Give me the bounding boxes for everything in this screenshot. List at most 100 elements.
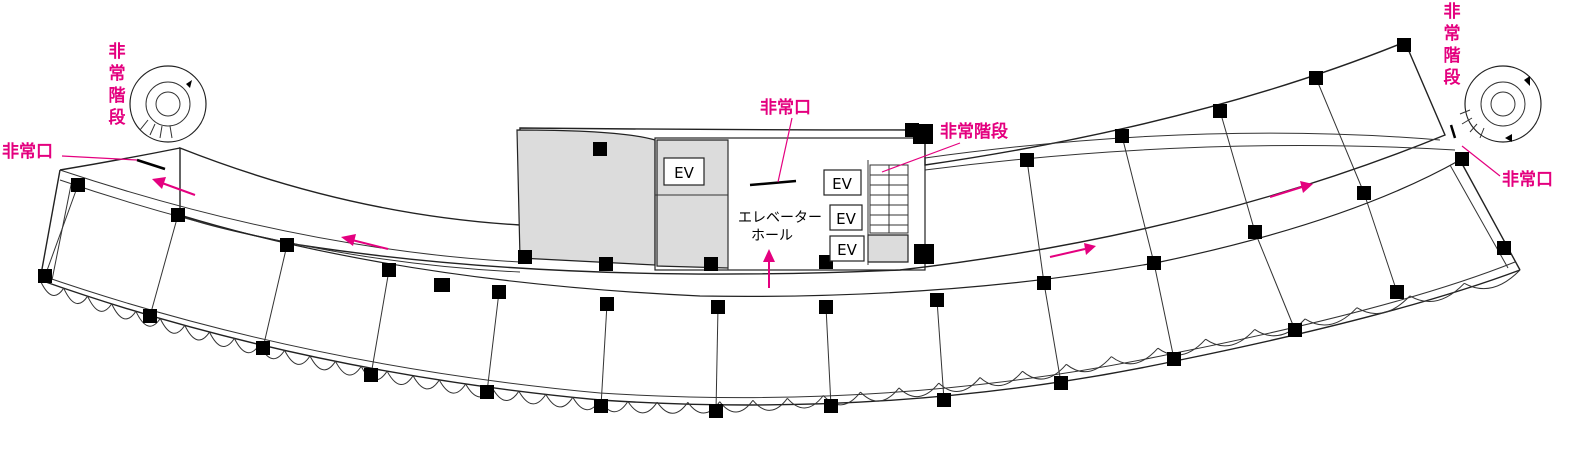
window-bay-8 (209, 331, 235, 347)
corridor-line-left (59, 169, 521, 263)
arrow-north-center (763, 249, 775, 288)
window-bay-13 (335, 361, 362, 376)
emergency-exit-bar-left (136, 158, 166, 171)
partition-14 (1121, 135, 1155, 264)
window-bay-34 (979, 370, 1023, 386)
corridor-south-line (179, 159, 1461, 297)
partition-4 (486, 291, 500, 393)
column-36 (1115, 129, 1129, 143)
stairs-left-char-4: 段 (109, 107, 126, 128)
ev-label-4: EV (837, 241, 857, 259)
window-bay-35 (1022, 363, 1067, 380)
partition-13 (1026, 159, 1045, 284)
window-bay-9 (233, 338, 260, 354)
column-28 (1455, 152, 1469, 166)
column-3 (38, 269, 52, 283)
column-1 (71, 178, 85, 192)
window-bay-38 (1157, 338, 1206, 356)
arrow-west-2 (341, 234, 389, 250)
column-5 (256, 341, 270, 355)
window-bay-3 (87, 295, 113, 312)
emergency-exit-bar-center (749, 179, 797, 187)
column-2 (171, 208, 185, 222)
window-bay-19 (491, 387, 520, 401)
window-bay-30 (822, 391, 861, 406)
column-12 (1054, 376, 1068, 390)
corridor-line-right-2 (924, 132, 1441, 159)
column-6 (364, 368, 378, 382)
window-bay-5 (135, 311, 161, 327)
partition-17 (44, 184, 79, 277)
column-31 (599, 257, 613, 271)
label-emergency-stairs-left: 非 常 階 段 (109, 41, 126, 128)
window-bay-2 (63, 287, 89, 305)
ev-box-2: EV (823, 169, 862, 196)
partition-2 (262, 244, 288, 349)
window-bays (39, 269, 1521, 414)
partition-7 (825, 306, 832, 407)
corridor-line-left-2 (59, 179, 521, 273)
stairs-right-char-1: 非 (1444, 1, 1461, 22)
partition-8 (936, 299, 945, 401)
window-bay-25 (656, 401, 689, 414)
ev-box-4: EV (829, 235, 865, 262)
window-bay-28 (752, 398, 788, 411)
window-bay-31 (860, 387, 900, 402)
ev-label-2: EV (832, 175, 852, 193)
column-14 (1288, 323, 1302, 337)
partition-12 (1363, 192, 1398, 293)
west-wall (39, 169, 61, 281)
partition-15 (1219, 110, 1256, 233)
column-30 (518, 250, 532, 264)
core-wall (654, 137, 926, 271)
column-large-1 (914, 244, 934, 264)
column-37 (1213, 104, 1227, 118)
column-35 (1020, 153, 1034, 167)
column-9 (709, 404, 723, 418)
corridor-line-right (924, 145, 1456, 171)
column-large-2 (913, 124, 933, 144)
window-bay-39 (1205, 329, 1256, 347)
leader-exit-center (777, 117, 793, 183)
stairs-left-char-3: 階 (109, 86, 126, 106)
elevator-hall-label-line2: ホール (751, 228, 793, 244)
column-25 (1147, 256, 1161, 270)
ev-label-1: EV (674, 164, 694, 182)
partition-6 (715, 306, 719, 412)
window-bay-4 (111, 303, 137, 320)
column-16 (1497, 241, 1511, 255)
arrow-west-1 (152, 177, 196, 196)
window-bay-15 (386, 370, 414, 385)
column-11 (937, 393, 951, 407)
column-22 (819, 300, 833, 314)
arrow-east-2 (1269, 181, 1313, 198)
window-bay-6 (159, 318, 186, 334)
window-bay-1 (39, 279, 65, 296)
partition-3 (370, 269, 390, 376)
partition-9 (1043, 282, 1062, 384)
column-17 (280, 238, 294, 252)
column-10 (824, 399, 838, 413)
column-23 (930, 293, 944, 307)
stairs-right-char-4: 段 (1444, 67, 1461, 88)
window-bay-21 (545, 394, 574, 408)
window-bay-36 (1065, 356, 1112, 373)
label-emergency-exit-right: 非常口 (1502, 169, 1553, 190)
stairs-right-char-2: 常 (1444, 23, 1461, 44)
column-15 (1390, 285, 1404, 299)
window-bay-27 (719, 400, 754, 413)
ev-box-3: EV (829, 204, 863, 231)
leader-exit-right (1461, 145, 1501, 177)
stairs-grid (869, 164, 909, 234)
partitions (44, 77, 1398, 412)
stairs-left-char-1: 非 (109, 41, 126, 62)
label-emergency-stairs-right: 非 常 階 段 (1444, 1, 1461, 88)
window-bay-12 (309, 355, 336, 371)
spiral-stairs-right (1459, 65, 1542, 143)
south-wall-outer (39, 269, 1521, 406)
window-bay-42 (1356, 295, 1411, 315)
shaded-core-area (516, 129, 656, 266)
arrow-east-1 (1049, 243, 1096, 258)
window-bay-44 (1464, 269, 1521, 290)
